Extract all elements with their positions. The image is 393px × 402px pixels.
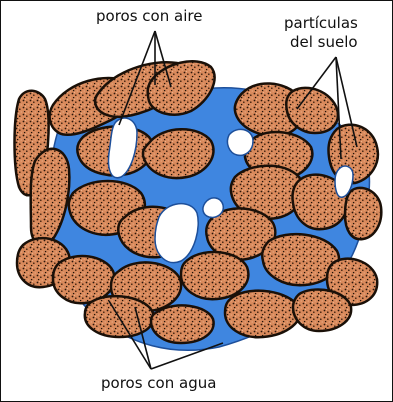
air-pore — [203, 198, 223, 217]
label-soil-particles-line2: del suelo — [290, 34, 358, 51]
soil-particle — [293, 289, 351, 331]
air-pore — [227, 129, 253, 155]
label-water-pores: poros con agua — [101, 375, 216, 392]
label-soil-particles-line1: partículas — [284, 15, 358, 32]
label-air-pores: poros con aire — [96, 8, 202, 25]
soil-particle — [345, 188, 381, 239]
soil-particle — [181, 252, 248, 299]
soil-particle — [225, 291, 300, 338]
soil-particle — [151, 305, 214, 343]
